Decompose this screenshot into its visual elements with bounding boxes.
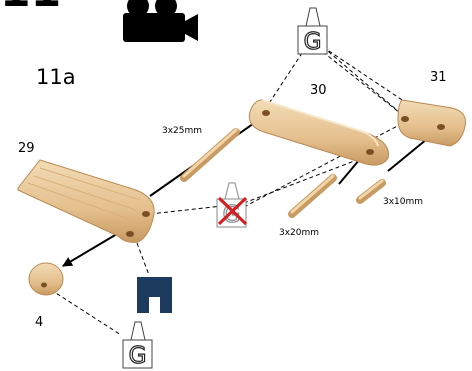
glue-bottle-icon: G	[122, 321, 153, 370]
clamp-icon	[137, 277, 172, 313]
dowel-label-3x25: 3x25mm	[162, 126, 202, 136]
video-camera-icon	[123, 0, 198, 42]
substep-label: 11a	[36, 65, 76, 89]
part-31	[397, 99, 466, 147]
part-label-30: 30	[310, 83, 327, 98]
dowel-3x20	[288, 174, 337, 218]
part-4	[28, 262, 64, 296]
glue-bottle-icon: G	[297, 7, 328, 56]
part-label-4: 4	[35, 315, 43, 330]
part-29	[17, 159, 155, 243]
dowel-label-3x20: 3x20mm	[279, 228, 319, 238]
no-glue-icon: G	[216, 182, 248, 229]
glue-letter: G	[304, 29, 322, 55]
glue-guide-lines	[44, 46, 442, 336]
part-label-29: 29	[18, 141, 35, 156]
step-number: 11	[0, 0, 61, 17]
part-30	[248, 99, 389, 166]
part-label-31: 31	[430, 70, 447, 85]
dowel-3x25	[180, 128, 240, 182]
glue-letter: G	[129, 343, 147, 369]
dowel-3x10	[356, 179, 386, 204]
dowel-label-3x10: 3x10mm	[383, 197, 423, 207]
